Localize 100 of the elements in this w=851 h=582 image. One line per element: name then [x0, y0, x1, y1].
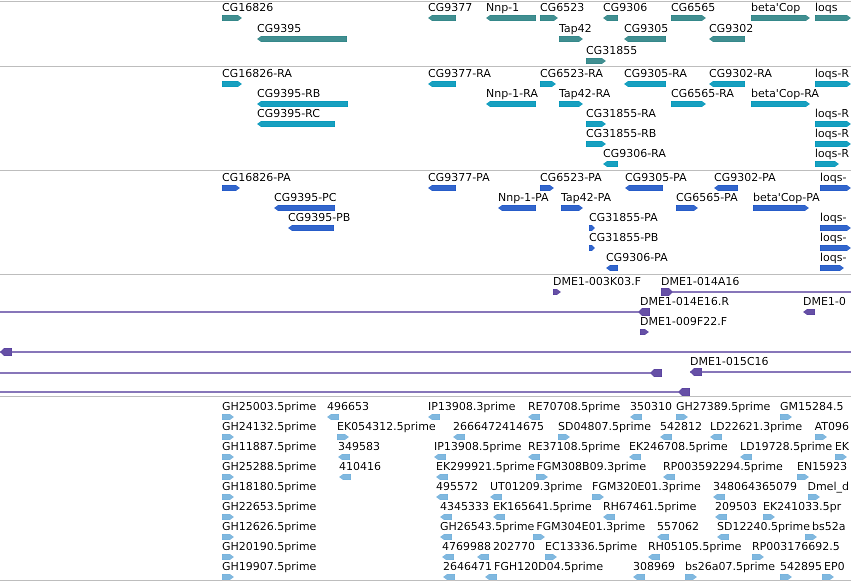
est-label: EK165641.5prime — [493, 500, 592, 513]
est-label: SD04807.5prime — [558, 420, 651, 433]
protein-label: CG9377-PA — [428, 171, 490, 184]
protein-label: loqs- — [820, 231, 846, 244]
gene-label: Nnp-1 — [486, 1, 520, 14]
est-label: EN15923 — [797, 460, 848, 473]
est-label: RP003176692.5 — [752, 540, 840, 553]
transcript-label: CG9306-RA — [603, 147, 666, 160]
est-label: GH20190.5prime — [222, 540, 316, 553]
est-label: EK054312.5prime — [337, 420, 436, 433]
est-label: FGM304E01.3prime — [536, 520, 646, 533]
gene-label: beta'Cop — [751, 1, 800, 14]
est-label: 2666472414675 — [453, 420, 544, 433]
transcript-label: CG9377-RA — [428, 67, 491, 80]
est-label: FGM320E01.3prime — [592, 480, 701, 493]
gene-label: CG9302 — [709, 22, 754, 35]
clone-label: DME1-014A16 — [661, 275, 740, 288]
est-label: 410416 — [339, 460, 381, 473]
est-label: 308969 — [633, 560, 675, 573]
est-label: RH67461.5prime — [603, 500, 696, 513]
gene-label: CG9377 — [428, 1, 472, 14]
est-label: bs52a — [812, 520, 846, 533]
est-label: EP0 — [824, 560, 845, 573]
est-label: 496653 — [327, 400, 369, 413]
est-label: FGM308B09.3prime — [536, 460, 646, 473]
transcript-label: Nnp-1-RA — [486, 87, 538, 100]
est-label: 349583 — [338, 440, 380, 453]
transcript-label: loqs-R — [814, 107, 849, 120]
est-label: RH05105.5prime — [648, 540, 742, 553]
transcript-label: beta'Cop-RA — [751, 87, 819, 100]
est-label: UT01209.3prime — [490, 480, 582, 493]
transcript-label: loqs-R — [814, 67, 849, 80]
protein-label: CG31855-PB — [589, 231, 658, 244]
est-label: 542812 — [660, 420, 702, 433]
protein-label: beta'Cop-PA — [753, 191, 820, 204]
transcript-label: CG9302-RA — [709, 67, 772, 80]
protein-label: CG9306-PA — [606, 251, 668, 264]
est-label: 4345333 — [440, 500, 489, 513]
est-label: GH12626.5prime — [222, 520, 316, 533]
gene-label: CG6523 — [540, 1, 584, 14]
protein-label: CG9305-PA — [625, 171, 687, 184]
transcript-label: CG9395-RC — [257, 107, 320, 120]
clone-label: DME1-014E16.R — [640, 295, 729, 308]
transcript-label: CG16826-RA — [222, 67, 292, 80]
protein-label: CG31855-PA — [589, 211, 658, 224]
est-label: 348064365079 — [713, 480, 797, 493]
protein-label: CG9395-PB — [288, 211, 350, 224]
est-label: 557062 — [657, 520, 699, 533]
est-label: FGH120D04.5prime — [494, 560, 604, 573]
est-label: EK246708.5prime — [629, 440, 728, 453]
est-label: Dmel_d — [808, 480, 849, 493]
protein-label: CG9395-PC — [274, 191, 336, 204]
transcript-label: CG6523-RA — [540, 67, 603, 80]
est-label: GH11887.5prime — [222, 440, 316, 453]
transcript-label: CG9395-RB — [257, 87, 320, 100]
transcript-label: loqs-R — [814, 147, 849, 160]
protein-label: CG6565-PA — [676, 191, 738, 204]
gene-label: loqs — [815, 1, 838, 14]
est-label: EK — [834, 440, 849, 453]
est-label: RE70708.5prime — [528, 400, 620, 413]
est-label: GH18180.5prime — [222, 480, 316, 493]
est-label: EC13336.5prime — [545, 540, 638, 553]
est-label: GH26543.5prime — [440, 520, 534, 533]
transcript-label: Tap42-RA — [559, 87, 610, 100]
est-label: 4769988 — [442, 540, 491, 553]
gene-label: CG9395 — [257, 22, 302, 35]
est-label: AT096 — [814, 420, 849, 433]
est-label: GH25003.5prime — [222, 400, 316, 413]
est-label: 495572 — [436, 480, 478, 493]
est-label: SD12240.5prime — [717, 520, 810, 533]
est-label: RP003592294.5prime — [663, 460, 783, 473]
protein-label: CG6523-PA — [540, 171, 602, 184]
est-label: GH19907.5prime — [222, 560, 316, 573]
transcript-label: CG31855-RB — [586, 127, 656, 140]
gene-label: CG9306 — [603, 1, 648, 14]
est-label: 2646471 — [443, 560, 492, 573]
gene-label: CG16826 — [222, 1, 274, 14]
gene-label: CG6565 — [671, 1, 716, 14]
est-label: GH25288.5prime — [222, 460, 316, 473]
clone-label: DME1-0 — [803, 295, 846, 308]
est-label: GH27389.5prime — [676, 400, 770, 413]
est-label: IP13908.3prime — [428, 400, 516, 413]
est-label: IP13908.5prime — [434, 440, 522, 453]
transcript-label: loqs-R — [814, 127, 849, 140]
est-label: 350310 — [630, 400, 672, 413]
protein-label: Tap42-PA — [561, 191, 612, 204]
transcript-label: CG31855-RA — [586, 107, 656, 120]
clone-label: DME1-003K03.F — [553, 275, 641, 288]
est-label: EK299921.5prime — [436, 460, 535, 473]
est-label: 202770 — [493, 540, 535, 553]
protein-label: CG16826-PA — [222, 171, 291, 184]
gene-label: CG31855 — [586, 44, 638, 57]
protein-label: loqs- — [820, 251, 846, 264]
est-label: 209503 — [715, 500, 757, 513]
est-label: LD19728.5prime — [740, 440, 832, 453]
transcript-label: CG9305-RA — [624, 67, 687, 80]
protein-label: loqs- — [820, 171, 846, 184]
protein-label: CG9302-PA — [714, 171, 776, 184]
transcript-label: CG6565-RA — [671, 87, 734, 100]
protein-label: Nnp-1-PA — [498, 191, 549, 204]
